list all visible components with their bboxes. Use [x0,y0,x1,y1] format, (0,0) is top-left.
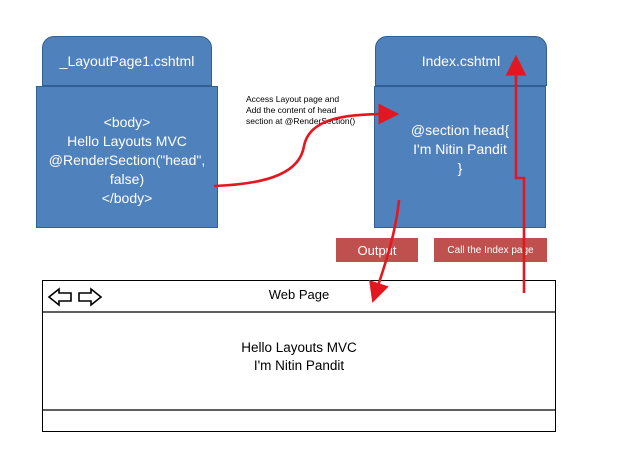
annotation-line-2: Add the content of head [246,105,337,115]
web-page-line-2: I'm Nitin Pandit [253,358,345,373]
layout-line-1: <body> [103,114,151,130]
annotation-line-1: Access Layout page and [246,94,340,104]
web-page-line-1: Hello Layouts MVC [241,340,357,355]
output-arrow [369,199,401,303]
call-index-arrow [505,54,527,293]
back-arrow-icon[interactable] [47,287,73,307]
layout-page-content-block: <body> Hello Layouts MVC @RenderSection(… [36,86,218,228]
index-line-2: I'm Nitin Pandit [413,141,507,157]
web-page-window: Web Page Hello Layouts MVC I'm Nitin Pan… [42,280,556,432]
web-page-body: Hello Layouts MVC I'm Nitin Pandit [43,339,555,375]
layout-line-2: Hello Layouts MVC [67,133,187,149]
layout-line-5: </body> [101,190,153,206]
forward-arrow-icon[interactable] [77,287,103,307]
web-page-title: Web Page [268,287,330,302]
call-index-label-text: Call the Index page [447,244,534,256]
layout-line-3: @RenderSection("head", [48,152,206,168]
layout-line-4: false) [109,171,145,187]
index-page-title: Index.cshtml [421,53,501,69]
call-index-label: Call the Index page [434,238,547,262]
annotation-line-3: section at @RenderSection() [246,116,356,126]
index-line-1: @section head{ [410,122,510,138]
access-layout-arrow [213,103,400,188]
index-page-content-block: @section head{ I'm Nitin Pandit } [374,86,546,228]
output-label: Output [336,238,418,262]
layout-page-title-tab: _LayoutPage1.cshtml [42,36,212,86]
index-line-3: } [457,160,463,176]
annotation-text: Access Layout page and Add the content o… [246,94,355,127]
layout-page-title: _LayoutPage1.cshtml [59,53,195,69]
